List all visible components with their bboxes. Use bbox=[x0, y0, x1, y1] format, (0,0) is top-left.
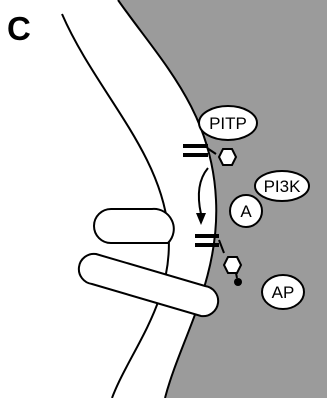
pi3k-label: PI3K bbox=[264, 177, 302, 196]
vesicle bbox=[94, 209, 174, 243]
pitp-label: PITP bbox=[209, 114, 247, 133]
a-label: A bbox=[240, 202, 252, 221]
panel-letter: C bbox=[7, 10, 31, 47]
inositol-ring-icon bbox=[219, 149, 236, 165]
inositol-ring-icon bbox=[224, 257, 241, 273]
ap-label: AP bbox=[272, 283, 295, 302]
phosphate-dot-icon bbox=[234, 278, 242, 286]
